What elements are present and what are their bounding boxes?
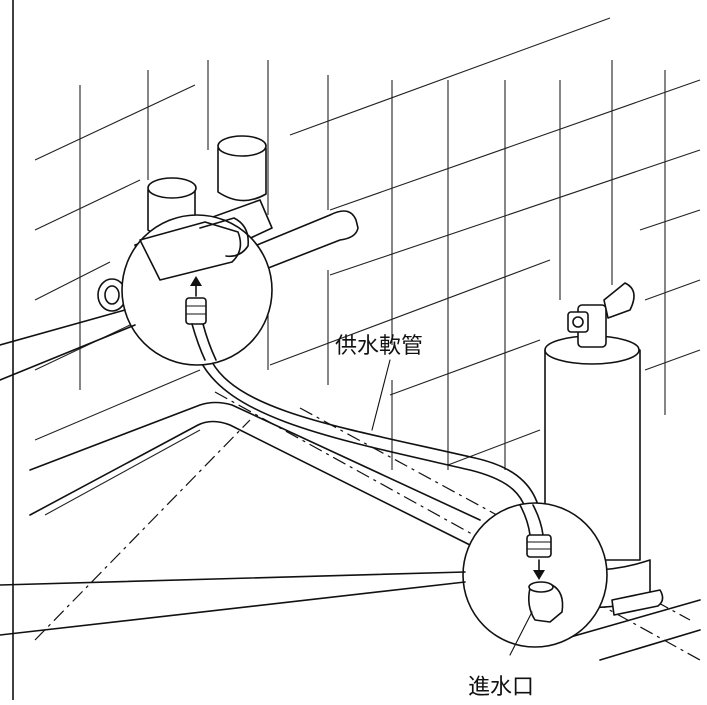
water-inlet-label: 進水口 [468,675,534,700]
leader-lines-top [0,309,136,381]
wall-tiles [34,17,701,516]
leader-lines-bottom [0,571,466,636]
zoom-circle-inlet [462,502,608,648]
supply-hose [199,359,542,521]
zoom-circle-faucet [121,214,273,366]
label-pointers [371,359,533,656]
supply-hose-label: 供水軟管 [335,334,423,359]
tub-rim [29,391,701,661]
